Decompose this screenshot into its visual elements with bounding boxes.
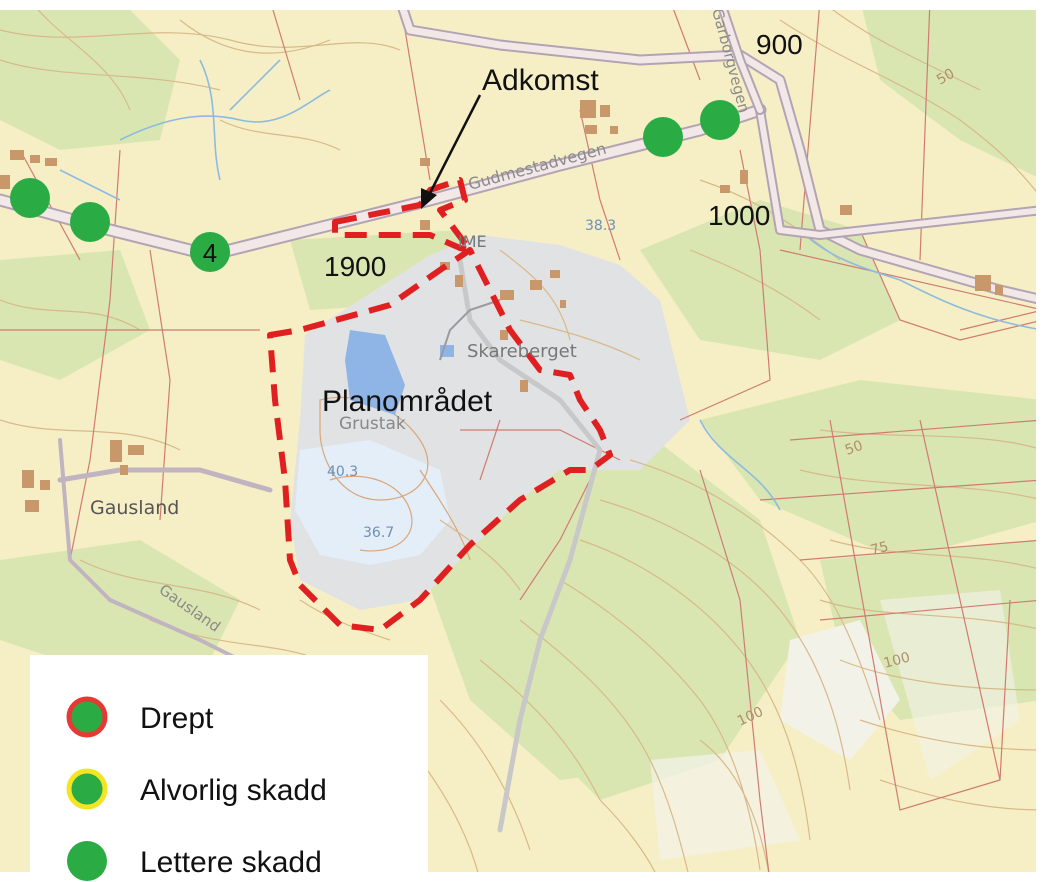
access-arrow xyxy=(421,94,482,209)
elevation-38-3: 38.3 xyxy=(585,218,616,234)
annotation-aadt-1000: 1000 xyxy=(708,200,770,231)
accident-marker[interactable] xyxy=(700,100,740,140)
elevation-50-b: 50 xyxy=(843,438,865,459)
arrow-head-icon xyxy=(421,188,437,209)
legend-item-alvorlig-skadd: Alvorlig skadd xyxy=(66,768,327,810)
quarry-plant-building xyxy=(345,330,405,415)
annotation-aadt-900: 900 xyxy=(756,29,803,60)
minor-injury-marker-icon xyxy=(67,841,107,881)
legend-label-lettere-skadd: Lettere skadd xyxy=(140,846,322,879)
accident-marker[interactable] xyxy=(190,232,230,272)
elevation-50-a: 50 xyxy=(934,66,957,89)
annotation-aadt-1900: 1900 xyxy=(324,251,386,282)
legend-label-drept: Drept xyxy=(140,702,214,735)
place-label-grustak: Grustak xyxy=(339,414,406,434)
accident-markers xyxy=(10,100,740,272)
quarry-water xyxy=(295,440,450,565)
place-label-gausland: Gausland xyxy=(90,497,179,519)
quarry-track xyxy=(439,299,501,361)
legend-label-alvorlig-skadd: Alvorlig skadd xyxy=(140,774,327,807)
accident-marker[interactable] xyxy=(10,178,50,218)
accident-marker[interactable] xyxy=(643,117,683,157)
legend-item-lettere-skadd: Lettere skadd xyxy=(67,841,322,881)
streams xyxy=(59,59,1043,511)
legend-item-drept: Drept xyxy=(66,696,214,738)
killed-marker-icon xyxy=(66,696,108,738)
accident-count-label: 4 xyxy=(203,238,217,268)
elevation-36-7: 36.7 xyxy=(363,525,394,541)
accident-marker[interactable] xyxy=(70,202,110,242)
map-annotations: Adkomst Planområdet 900 1000 1900 4 xyxy=(203,29,803,418)
legend: Drept Alvorlig skadd Lettere skadd xyxy=(30,655,428,882)
elevation-100-a: 100 xyxy=(882,649,912,671)
access-road-boundary xyxy=(332,177,473,253)
annotation-adkomst: Adkomst xyxy=(482,64,599,97)
serious-injury-marker-icon xyxy=(66,768,108,810)
place-label-skareberget: Skareberget xyxy=(467,341,577,362)
elevation-40-3: 40.3 xyxy=(327,464,358,480)
place-label-ime: IME xyxy=(458,232,487,251)
buildings xyxy=(0,100,1003,512)
annotation-planomradet: Planområdet xyxy=(322,385,493,418)
plan-area-boundary xyxy=(267,247,613,633)
elevation-75: 75 xyxy=(869,539,890,559)
